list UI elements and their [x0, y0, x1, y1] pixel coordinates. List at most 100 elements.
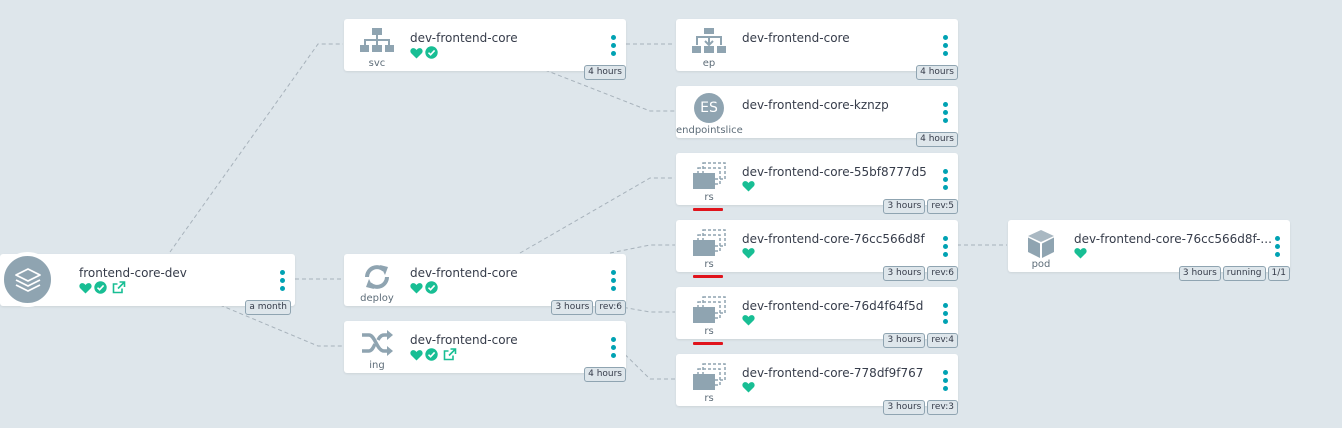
- age-tag: 3 hours: [1178, 266, 1221, 281]
- svc-node[interactable]: svc dev-frontend-core 4 hours: [344, 19, 626, 80]
- svc-menu-button[interactable]: [610, 35, 616, 56]
- rs-status: [742, 180, 755, 192]
- revision-tag: rev:5: [927, 199, 958, 214]
- endpointslice-tags: 4 hours: [916, 132, 958, 147]
- revision-tag: rev:6: [595, 300, 626, 315]
- deploy-menu-button[interactable]: [610, 270, 616, 291]
- rs-name: dev-frontend-core-55bf8777d5: [742, 165, 927, 179]
- deploy-node[interactable]: deploy dev-frontend-core 3 hours rev:6: [344, 254, 626, 315]
- age-tag: 4 hours: [916, 132, 958, 147]
- kind-label: svc: [368, 58, 386, 69]
- ing-name: dev-frontend-core: [410, 333, 518, 347]
- rs-tags: 3 hours rev:4: [883, 333, 958, 348]
- edge-deploy-rs1: [519, 177, 675, 254]
- deploy-name: dev-frontend-core: [410, 266, 518, 280]
- rs-menu-button[interactable]: [942, 370, 948, 391]
- deploy-tags: 3 hours rev:6: [551, 300, 626, 315]
- ep-menu-button[interactable]: [942, 35, 948, 56]
- age-tag: 3 hours: [883, 400, 926, 415]
- ing-status: [410, 348, 457, 361]
- kind-label: deploy: [360, 293, 394, 304]
- revision-tag: rev:6: [927, 266, 958, 281]
- sitemap-icon: [344, 19, 410, 71]
- ing-node[interactable]: ing dev-frontend-core 4 hours: [344, 321, 626, 382]
- pod-tags: 3 hours running 1/1: [1178, 266, 1290, 281]
- rs-node-55bf8777d5[interactable]: rs dev-frontend-core-55bf8777d5 3 hours …: [676, 153, 958, 214]
- external-link-icon[interactable]: [112, 281, 126, 294]
- kind-label: rs: [704, 393, 714, 404]
- ing-menu-button[interactable]: [610, 337, 616, 358]
- heart-icon: [742, 181, 755, 192]
- sync-icon: [344, 254, 410, 306]
- endpointslice-name: dev-frontend-core-kznzp: [742, 98, 889, 112]
- heart-icon: [410, 282, 423, 293]
- replicaset-icon: [676, 153, 742, 205]
- rs-menu-button[interactable]: [942, 236, 948, 257]
- layers-icon: [0, 252, 55, 307]
- rs-node-778df9f767[interactable]: rs dev-frontend-core-778df9f767 3 hours …: [676, 354, 958, 415]
- svc-tags: 4 hours: [584, 65, 626, 80]
- age-tag: 3 hours: [551, 300, 594, 315]
- heart-icon: [79, 282, 92, 293]
- ep-node[interactable]: ep dev-frontend-core 4 hours: [676, 19, 958, 80]
- rs-status: [742, 314, 755, 326]
- kind-label: pod: [1031, 259, 1051, 270]
- age-tag: 4 hours: [916, 65, 958, 80]
- pod-status: [1074, 247, 1087, 259]
- pod-menu-button[interactable]: [1274, 236, 1280, 257]
- rs-node-76d4f64f5d[interactable]: rs dev-frontend-core-76d4f64f5d 3 hours …: [676, 287, 958, 348]
- rs-name: dev-frontend-core-76d4f64f5d: [742, 299, 924, 313]
- kind-label: endpointslice: [676, 125, 743, 136]
- replicaset-icon: [676, 287, 742, 339]
- check-circle-icon: [94, 281, 107, 294]
- edge-app-svc: [169, 43, 343, 253]
- endpointslice-menu-button[interactable]: [942, 102, 948, 123]
- app-status: [79, 281, 126, 294]
- age-tag: 3 hours: [883, 199, 926, 214]
- deploy-status: [410, 281, 438, 294]
- external-link-icon[interactable]: [443, 348, 457, 361]
- selected-marker: [693, 342, 723, 345]
- rs-node-76cc566d8f[interactable]: rs dev-frontend-core-76cc566d8f 3 hours …: [676, 220, 958, 281]
- age-tag: 4 hours: [584, 65, 626, 80]
- endpointslice-badge-icon: ES: [676, 86, 742, 138]
- rs-name: dev-frontend-core-778df9f767: [742, 366, 924, 380]
- age-tag: a month: [245, 300, 291, 315]
- pod-node[interactable]: pod dev-frontend-core-76cc566d8f-... 3 h…: [1008, 220, 1290, 281]
- app-menu-button[interactable]: [279, 270, 285, 291]
- ep-tags: 4 hours: [916, 65, 958, 80]
- ep-name: dev-frontend-core: [742, 31, 850, 45]
- check-circle-icon: [425, 348, 438, 361]
- endpointslice-node[interactable]: ES endpointslice dev-frontend-core-kznzp…: [676, 86, 958, 147]
- heart-icon: [742, 382, 755, 393]
- replicaset-icon: [676, 220, 742, 272]
- revision-tag: rev:3: [927, 400, 958, 415]
- rs-tags: 3 hours rev:6: [883, 266, 958, 281]
- age-tag: 3 hours: [883, 333, 926, 348]
- pod-ready-tag: 1/1: [1267, 266, 1290, 281]
- kind-label: ing: [369, 360, 385, 371]
- app-name: frontend-core-dev: [79, 266, 187, 280]
- rs-status: [742, 247, 755, 259]
- kind-label: rs: [704, 326, 714, 337]
- age-tag: 3 hours: [883, 266, 926, 281]
- rs-tags: 3 hours rev:3: [883, 400, 958, 415]
- kind-label: rs: [704, 192, 714, 203]
- rs-tags: 3 hours rev:5: [883, 199, 958, 214]
- rs-menu-button[interactable]: [942, 303, 948, 324]
- selected-marker: [693, 208, 723, 211]
- check-circle-icon: [425, 281, 438, 294]
- age-tag: 4 hours: [584, 367, 626, 382]
- rs-menu-button[interactable]: [942, 169, 948, 190]
- kind-label: rs: [704, 259, 714, 270]
- network-icon: [676, 19, 742, 71]
- app-node[interactable]: frontend-core-dev a month: [0, 252, 295, 315]
- edge-deploy-rs2: [609, 244, 675, 254]
- revision-tag: rev:4: [927, 333, 958, 348]
- kind-label: ep: [702, 58, 716, 69]
- pod-name: dev-frontend-core-76cc566d8f-...: [1074, 232, 1272, 246]
- heart-icon: [742, 315, 755, 326]
- svc-status: [410, 46, 438, 59]
